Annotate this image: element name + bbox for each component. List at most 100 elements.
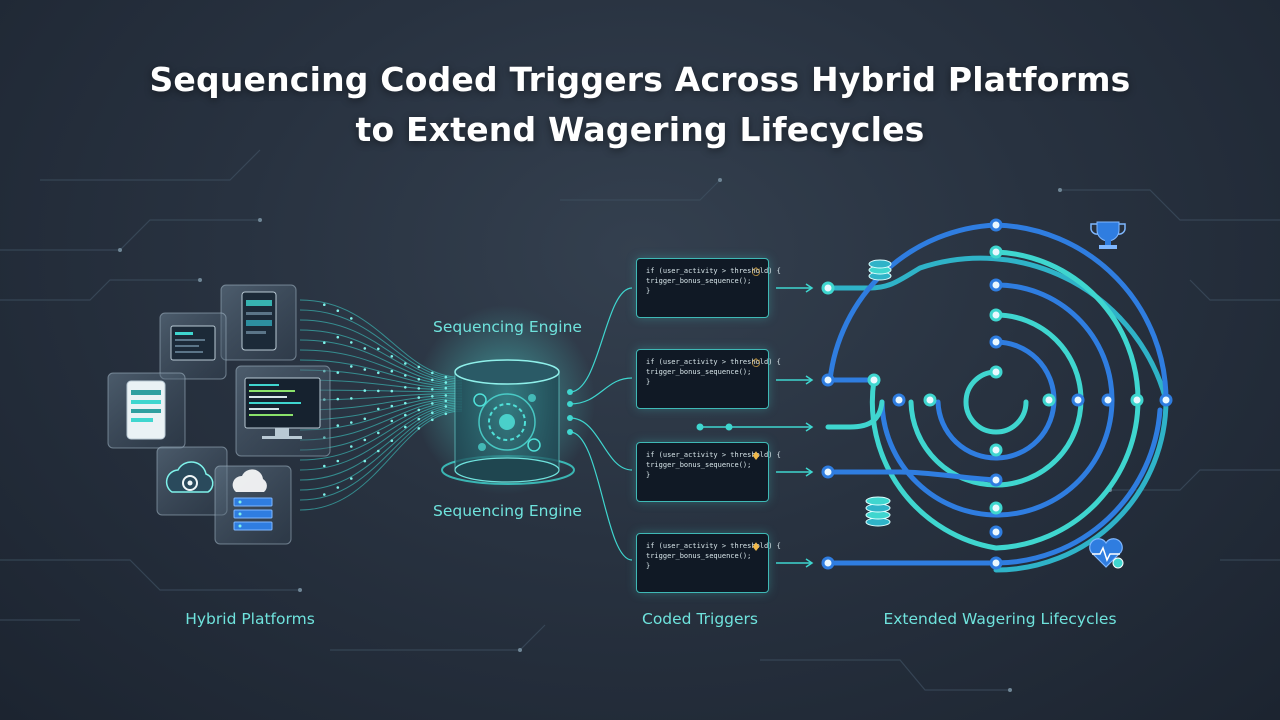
code-line: if (user_activity > threshold) { [646,358,781,366]
lifecycle-node [989,525,1003,539]
code-line: } [646,287,651,295]
lifecycle-node [989,556,1003,570]
platform-panel-desktop [235,365,331,457]
code-line: } [646,378,651,386]
background-dots [118,178,1112,692]
lifecycle-node [989,501,1003,515]
data-stream-particle [377,431,380,435]
lifecycle-node [821,465,835,479]
code-line: trigger_bonus_sequence(); [646,368,752,376]
data-stream-particle [323,303,326,307]
bell-icon: ♦ [750,449,762,463]
data-stream-particle [404,374,407,377]
data-stream-particle [404,386,407,389]
chip-stack-icon [865,496,891,527]
data-stream-particle [377,347,380,351]
lifecycle-node [892,393,906,407]
extended-lifecycles-label: Extended Wagering Lifecycles [883,610,1117,628]
data-stream-particle [323,493,326,496]
page-title-line-1: Sequencing Coded Triggers Across Hybrid … [149,60,1131,99]
lifecycle-node [989,308,1003,322]
data-stream-particle [390,369,394,373]
data-stream-particle [350,397,353,400]
chip-stack-icon [868,259,892,281]
lifecycle-node [1042,393,1056,407]
platform-panel-mobile [220,284,297,361]
data-stream-particle [323,341,326,345]
lifecycle-node [989,278,1003,292]
data-stream-particle [363,459,367,463]
code-trigger-box-1: if (user_activity > threshold) { trigger… [636,258,781,318]
code-trigger-box-4: if (user_activity > threshold) { trigger… [636,533,781,593]
data-stream-particle [336,486,340,489]
engine-output-nodes [567,389,573,435]
platform-panel-server [214,465,292,545]
platform-panel-cloud [156,446,228,516]
data-stream-particle [390,404,394,408]
data-stream-particle [350,341,353,344]
data-stream-particle [336,309,340,313]
page-title-line-2: to Extend Wagering Lifecycles [355,110,925,149]
code-line: trigger_bonus_sequence(); [646,552,752,560]
sequencing-engine-label-bottom: Sequencing Engine [433,502,582,520]
lifecycle-node [1130,393,1144,407]
lifecycle-node [989,443,1003,457]
lifecycle-node [821,281,835,295]
lifecycle-node [989,218,1003,232]
bell-icon: ♦ [750,540,762,554]
data-stream-particle [390,389,394,393]
lifecycle-node [1071,393,1085,407]
data-stream-particle [377,407,380,411]
background-circuit-traces [0,149,1280,691]
data-stream-particle [404,362,407,365]
data-stream-particle [363,389,367,392]
sequencing-engine-label-top: Sequencing Engine [433,318,582,336]
lifecycle-node [867,373,881,387]
code-trigger-box-3: if (user_activity > threshold) { trigger… [636,442,781,502]
data-stream-particle [390,419,394,423]
data-stream-particle [323,464,326,468]
data-stream-particle [350,365,353,368]
lifecycle-node [821,556,835,570]
cloud-icon [165,461,214,493]
lifecycle-node [1101,393,1115,407]
lifecycle-node [1159,393,1173,407]
code-line: if (user_activity > threshold) { [646,542,781,550]
data-stream-particle [363,417,367,421]
coded-triggers-label: Coded Triggers [642,610,758,628]
code-line: trigger_bonus_sequence(); [646,277,752,285]
server-icon [232,469,273,531]
lifecycle-node [923,393,937,407]
hybrid-platforms-label: Hybrid Platforms [185,610,315,628]
code-line: if (user_activity > threshold) { [646,451,781,459]
data-stream-particle [350,421,353,424]
data-stream-particle [350,317,353,320]
lifecycle-node [989,365,1003,379]
monitor-icon [170,325,216,361]
trophy-icon [1090,221,1126,249]
trigger-output-arrows [700,283,814,568]
side-connector-nodes [696,423,733,431]
data-stream-particle [363,438,367,442]
data-stream-particle [336,459,340,463]
heart-pulse-icon [1089,538,1124,569]
data-stream-particle [336,397,340,401]
data-stream-particle [390,439,394,443]
data-stream-particle [350,445,353,448]
lifecycle-nodes [821,218,1173,570]
data-stream-particle [377,389,380,393]
lifecycle-node [989,335,1003,349]
hybrid-platform-cluster [107,284,331,545]
data-stream-particle [404,413,407,417]
lifecycle-node [821,373,835,387]
data-stream-particle [336,371,340,374]
platform-panel-dashboard [159,312,227,380]
data-stream-particle [336,424,340,427]
code-line: } [646,471,651,479]
engine-output-connectors [569,287,633,561]
data-stream-particle [377,371,380,375]
data-stream-particle [363,347,367,350]
timer-icon: ⏱ [751,265,761,279]
code-line: } [646,562,651,570]
